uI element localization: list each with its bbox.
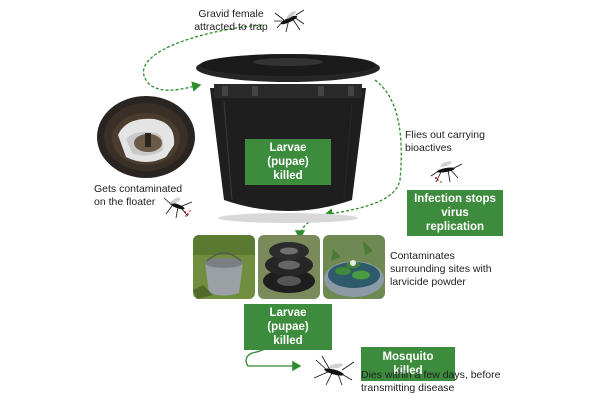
flies-out-line-1: Flies out carrying: [405, 129, 485, 141]
mosquito-icon: [430, 161, 463, 183]
contaminates-line-1: Contaminates: [390, 250, 455, 262]
tires-photo: [258, 235, 320, 299]
infection-stops-box: Infection stops virus replication: [407, 190, 503, 236]
flies-out-caption: Flies out carrying bioactives: [405, 129, 485, 155]
larvae-sites-line-2: killed: [273, 335, 303, 347]
dies-caption: Dies within a few days, before transmitt…: [361, 369, 500, 395]
contaminates-line-3: larvicide powder: [390, 276, 466, 288]
larvae-killed-sites-box: Larvae (pupae) killed: [244, 304, 332, 350]
dies-line-2: transmitting disease: [361, 382, 455, 394]
floater-photo: [97, 96, 195, 178]
bucket-photo: [193, 235, 255, 299]
dies-line-1: Dies within a few days, before: [361, 369, 501, 381]
mosquito-killed-box: Mosquito killed: [361, 347, 455, 381]
infection-line-2: virus replication: [425, 207, 485, 233]
arrow-trap-to-flyout: [323, 79, 402, 219]
gravid-line-1: Gravid female: [198, 8, 264, 20]
gravid-line-2: attracted to trap: [194, 21, 268, 33]
mosquito-icon: [313, 355, 355, 386]
gravid-caption: Gravid female attracted to trap: [188, 8, 274, 34]
larvae-pot-line-1: Larvae (pupae): [267, 142, 309, 168]
larvae-killed-pot-box: Larvae (pupae) killed: [245, 139, 331, 185]
contaminated-line-1: Gets contaminated: [94, 183, 183, 195]
mosquito-icon: [274, 9, 305, 33]
contaminates-caption: Contaminates surrounding sites with larv…: [390, 250, 492, 289]
contaminated-line-2: on the floater: [94, 196, 156, 208]
larvae-pot-line-2: killed: [273, 170, 303, 182]
arrow-gravid-to-trap: [142, 24, 263, 92]
contaminates-line-2: surrounding sites with: [390, 263, 492, 275]
mosquito-icon: [163, 197, 193, 219]
larvae-sites-line-1: Larvae (pupae): [267, 307, 309, 333]
mosquito-killed-label: Mosquito killed: [382, 351, 434, 377]
ovitrap-pot: [196, 54, 380, 223]
contaminated-caption: Gets contaminated on the floater: [94, 183, 182, 209]
flies-out-line-2: bioactives: [405, 142, 452, 154]
infection-line-1: Infection stops: [414, 193, 496, 205]
water-lily-pot-photo: [323, 235, 385, 299]
